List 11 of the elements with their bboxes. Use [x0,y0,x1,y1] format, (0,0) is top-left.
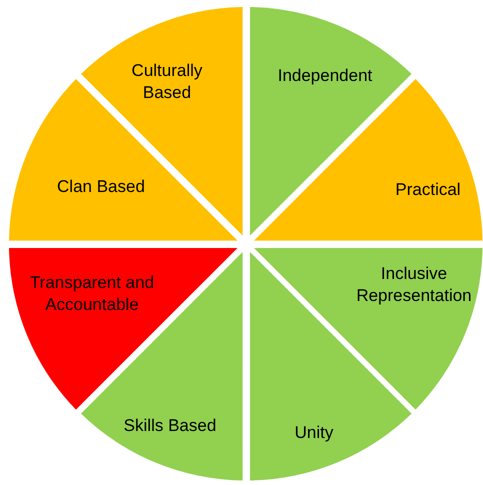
segment-label: Clan Based [56,176,146,198]
segment-label: Practical [394,178,462,201]
segment-label: Inclusive Representation [355,263,473,307]
segment-label: Skills Based [122,414,218,437]
pie-segment [9,248,238,410]
pie-segment [254,248,483,410]
segment-label: Unity [294,422,334,444]
segment-label: Transparent and Accountable [28,272,156,316]
pie-segment [9,78,238,240]
segment-label: Independent [276,64,374,87]
segment-label: Culturally Based [130,60,204,104]
